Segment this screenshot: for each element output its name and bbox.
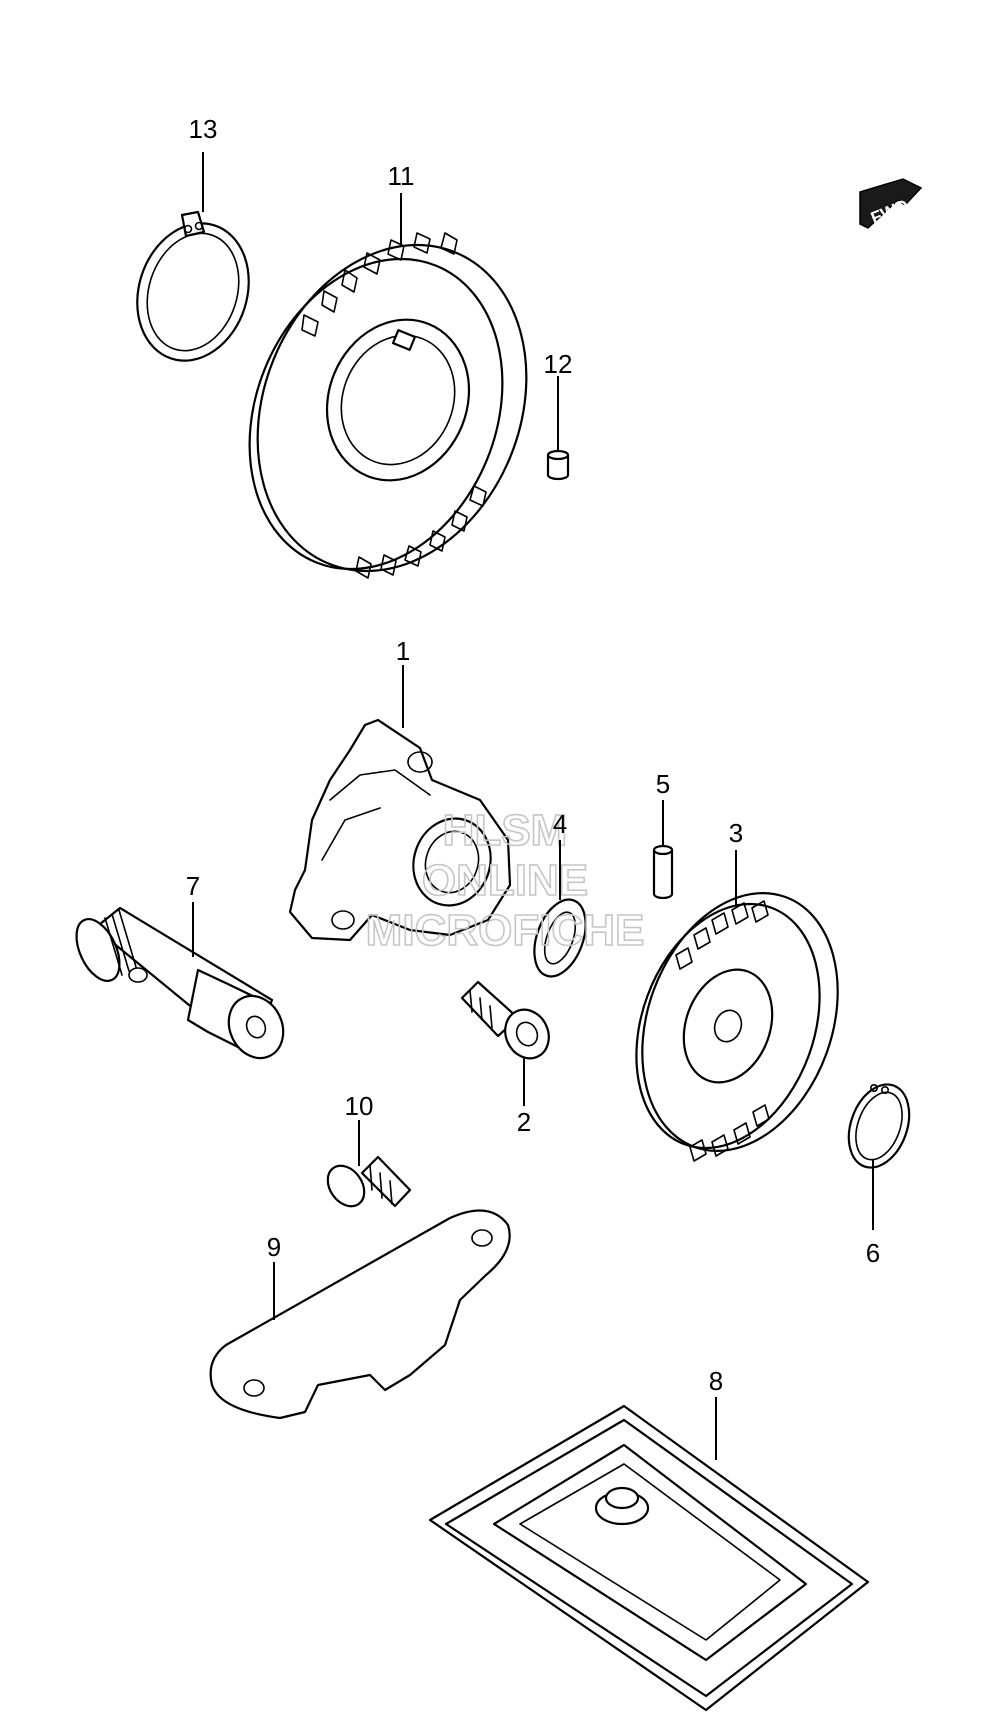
- callout-label-10: 10: [345, 1091, 374, 1121]
- callout-9: 9: [267, 1232, 281, 1320]
- callout-label-2: 2: [517, 1107, 531, 1137]
- part-9-plate: [209, 1209, 511, 1420]
- watermark-line-1: HLSM: [443, 806, 568, 855]
- callout-label-13: 13: [189, 114, 218, 144]
- callout-label-1: 1: [396, 636, 410, 666]
- watermark: HLSM ONLINE MICROFICHE: [365, 805, 645, 956]
- part-5-dowel-pin: [652, 844, 674, 900]
- part-1-oil-pump-body: [288, 718, 512, 942]
- callout-4: 4: [553, 809, 567, 900]
- part-2-bolt: [460, 980, 550, 1060]
- callout-label-11: 11: [388, 161, 415, 191]
- part-12-dowel-pin: [546, 449, 570, 481]
- callout-10: 10: [345, 1091, 374, 1166]
- callout-12: 12: [544, 349, 573, 452]
- callout-5: 5: [656, 769, 670, 846]
- part-11-driven-gear: [248, 232, 528, 579]
- callout-label-7: 7: [186, 871, 200, 901]
- callout-label-6: 6: [866, 1238, 880, 1268]
- part-3-drive-gear: [635, 892, 839, 1162]
- callout-label-4: 4: [553, 809, 567, 839]
- callout-11: 11: [388, 161, 415, 247]
- callout-label-12: 12: [544, 349, 573, 379]
- part-8-oil-strainer: [428, 1404, 870, 1712]
- fwd-indicator: FWD: [859, 178, 923, 229]
- part-7-pump-shaft: [75, 906, 285, 1060]
- part-4-washer: [533, 898, 587, 978]
- part-10-bolt: [326, 1155, 412, 1208]
- callout-label-8: 8: [709, 1366, 723, 1396]
- part-13-circlip: [136, 210, 250, 362]
- callout-6: 6: [866, 1160, 880, 1268]
- watermark-line-2: ONLINE: [422, 856, 588, 905]
- callout-13: 13: [189, 114, 218, 212]
- callout-8: 8: [709, 1366, 723, 1460]
- fwd-arrow-icon: [859, 178, 923, 229]
- callout-label-3: 3: [729, 818, 743, 848]
- callout-2: 2: [517, 1058, 531, 1137]
- callout-label-5: 5: [656, 769, 670, 799]
- callout-3: 3: [729, 818, 743, 905]
- callout-label-9: 9: [267, 1232, 281, 1262]
- watermark-line-3: MICROFICHE: [366, 906, 645, 955]
- part-6-snap-ring: [847, 1083, 911, 1169]
- callout-1: 1: [396, 636, 410, 728]
- callout-7: 7: [186, 871, 200, 957]
